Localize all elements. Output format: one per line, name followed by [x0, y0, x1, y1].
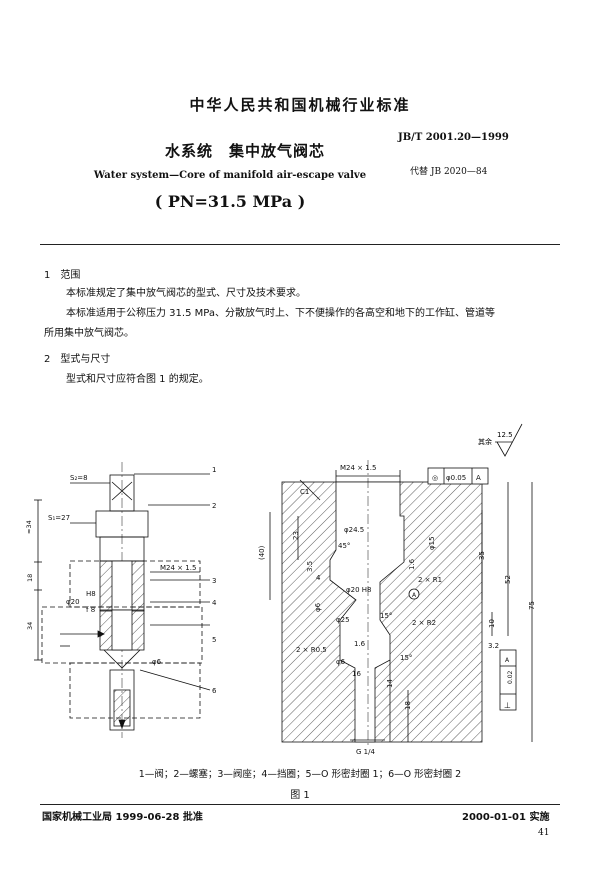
section-labels: M24 × 1.5 ◎ φ0.05 A C1 φ24.5 45° φ20 H8 … — [258, 464, 536, 756]
svg-text:其余: 其余 — [478, 437, 492, 446]
svg-text:M24 × 1.5: M24 × 1.5 — [160, 564, 196, 572]
approval-note: 国家机械工业局 1999-06-28 批准 — [42, 812, 203, 823]
section-heading-form-dimensions: 2 型式与尺寸 — [44, 354, 111, 365]
svg-text:A: A — [412, 592, 417, 599]
roughness-symbol: 其余 12.5 — [478, 423, 523, 457]
svg-text:φ6: φ6 — [336, 658, 346, 666]
document-title-cn: 水系统 集中放气阀芯 — [164, 142, 325, 160]
callout-4: 4 — [212, 599, 217, 607]
paragraph: 本标准规定了集中放气阀芯的型式、尺寸及技术要求。 — [66, 288, 306, 299]
svg-text:15°: 15° — [400, 654, 412, 662]
svg-text:18: 18 — [26, 574, 34, 582]
replaces-note: 代替 JB 2020—84 — [410, 167, 488, 177]
svg-text:◎: ◎ — [432, 474, 438, 482]
svg-text:φ0.05: φ0.05 — [446, 474, 466, 482]
callout-5: 5 — [212, 636, 216, 644]
callout-6: 6 — [212, 687, 217, 695]
implementation-date: 2000-01-01 实施 — [462, 812, 550, 823]
svg-text:H8: H8 — [86, 590, 96, 598]
svg-text:1.6: 1.6 — [354, 640, 366, 648]
svg-text:φ15: φ15 — [428, 536, 436, 550]
svg-text:φ20 H8: φ20 H8 — [346, 586, 371, 594]
figure-caption: 1—阀；2—螺塞；3—阀座；4—挡圈；5—O 形密封圈 1；6—O 形密封圈 2 — [138, 769, 462, 780]
svg-text:4: 4 — [316, 574, 321, 582]
standard-number: JB/T 2001.20—1999 — [398, 132, 509, 143]
svg-text:S₁=27: S₁=27 — [48, 514, 70, 522]
svg-text:C1: C1 — [300, 488, 309, 496]
svg-text:35: 35 — [478, 551, 486, 560]
svg-text:S₂=8: S₂=8 — [70, 474, 88, 482]
section-heading-scope: 1 范围 — [44, 270, 81, 281]
svg-text:2 × R1: 2 × R1 — [418, 576, 442, 584]
svg-text:34: 34 — [26, 622, 34, 630]
svg-text:0.02: 0.02 — [507, 670, 514, 684]
callout-2: 2 — [212, 502, 216, 510]
svg-text:φ6: φ6 — [314, 602, 322, 612]
paragraph: 本标准适用于公称压力 31.5 MPa、分散放气时上、下不便操作的各高空和地下的… — [66, 308, 495, 319]
paragraph: 型式和尺寸应符合图 1 的规定。 — [66, 374, 209, 385]
pressure-rating: ( PN=31.5 MPa ) — [154, 192, 306, 211]
header-divider — [40, 244, 560, 245]
svg-text:12.5: 12.5 — [497, 431, 513, 439]
document-title-en: Water system—Core of manifold air-escape… — [93, 170, 367, 181]
paragraph: 所用集中放气阀芯。 — [44, 328, 134, 339]
figure-1-drawing: 其余 12.5 — [25, 423, 536, 756]
svg-text:G 1/4: G 1/4 — [356, 748, 375, 756]
svg-text:≈34: ≈34 — [25, 520, 33, 534]
assembly-labels: S₂=8 S₁=27 ≈34 18 34 M24 × 1.5 H8 φ20 f … — [25, 466, 217, 695]
svg-text:A: A — [476, 474, 481, 482]
assembly-view — [34, 462, 211, 738]
svg-text:φ6: φ6 — [152, 658, 162, 666]
svg-text:10: 10 — [488, 619, 496, 628]
page-number: 41 — [538, 828, 550, 838]
svg-text:φ24.5: φ24.5 — [344, 526, 364, 534]
callout-3: 3 — [212, 577, 216, 585]
svg-text:52: 52 — [504, 575, 512, 584]
svg-text:3.5: 3.5 — [306, 561, 314, 572]
svg-text:A: A — [505, 657, 510, 664]
svg-text:M24 × 1.5: M24 × 1.5 — [340, 464, 376, 472]
svg-text:23: 23 — [292, 531, 300, 540]
svg-text:φ20: φ20 — [66, 598, 80, 606]
section-view — [269, 460, 533, 745]
svg-text:18: 18 — [404, 701, 412, 710]
standard-category-title: 中华人民共和国机械行业标准 — [189, 96, 411, 114]
svg-text:2 × R2: 2 × R2 — [412, 619, 436, 627]
svg-text:16: 16 — [352, 670, 361, 678]
svg-text:2 × R0.5: 2 × R0.5 — [296, 646, 327, 654]
svg-text:75: 75 — [528, 601, 536, 610]
callout-1: 1 — [212, 466, 216, 474]
svg-text:(40): (40) — [258, 545, 266, 560]
figure-number: 图 1 — [290, 790, 310, 801]
svg-text:f 8: f 8 — [86, 606, 95, 614]
svg-text:φ25: φ25 — [336, 616, 350, 624]
svg-text:3.2: 3.2 — [488, 642, 499, 650]
svg-text:15°: 15° — [380, 612, 392, 620]
svg-text:1.6: 1.6 — [408, 558, 416, 570]
svg-text:⊥: ⊥ — [504, 701, 511, 710]
svg-text:45°: 45° — [338, 542, 350, 550]
svg-text:14: 14 — [386, 679, 394, 688]
footer-divider — [40, 804, 560, 805]
